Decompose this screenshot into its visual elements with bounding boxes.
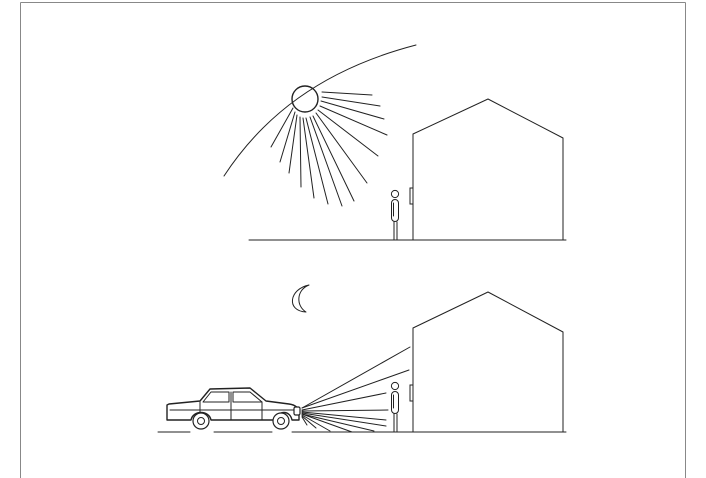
sun-path-arc [224,45,416,176]
house-night [410,292,563,432]
sun-icon [292,86,318,112]
door-handle [410,188,413,204]
car [167,388,300,429]
person-night [391,382,398,432]
car-wheel-front [273,413,289,429]
day-scene [224,45,566,240]
moon-icon [292,285,309,312]
night-scene [158,285,566,432]
house-day [410,99,563,240]
sun-rays [271,92,387,206]
person-day [391,190,398,240]
car-wheel-rear [193,413,209,429]
door-handle [410,385,413,401]
